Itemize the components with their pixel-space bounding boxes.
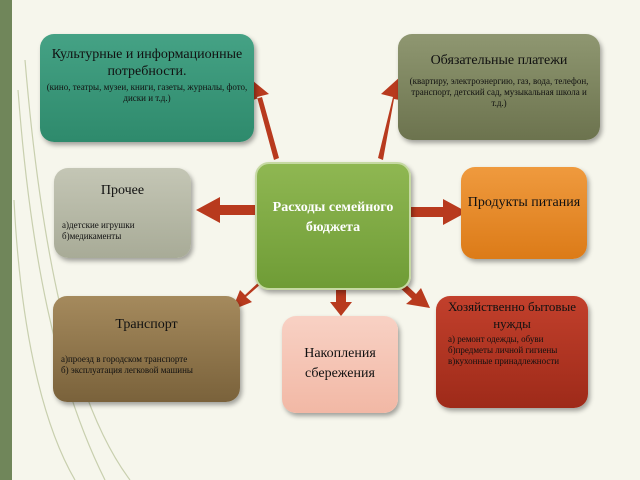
other-expenses-box: Прочее а)детские игрушки б)медикаменты: [54, 168, 191, 258]
arrow-to-savings: [330, 290, 352, 316]
other-title: Прочее: [100, 183, 145, 198]
culture-needs-box: Культурные и информационные потребности.…: [40, 34, 254, 142]
arrow-to-transport: [232, 280, 262, 310]
transport-list: а)проезд в городском транспорте б) экспл…: [53, 354, 240, 376]
list-item: б)предметы личной гигиены: [448, 345, 558, 355]
savings-box: Накопления сбережения: [282, 316, 398, 413]
list-item: а) ремонт одежды, обуви: [448, 334, 544, 344]
list-item: б)медикаменты: [62, 231, 122, 241]
arrow-to-culture: [247, 76, 279, 160]
savings-title: Накопления сбережения: [304, 346, 376, 381]
arrow-to-household: [398, 281, 430, 308]
arrow-to-other: [196, 197, 255, 223]
mandatory-title: Обязательные платежи: [430, 53, 568, 68]
list-item: а)детские игрушки: [62, 220, 135, 230]
transport-box: Транспорт а)проезд в городском транспорт…: [53, 296, 240, 402]
food-title: Продукты питания: [467, 195, 581, 210]
list-item: в)кухонные принадлежности: [448, 356, 560, 366]
mandatory-description: (квартиру, электроэнергию, газ, вода, те…: [409, 76, 589, 108]
culture-description: (кино, театры, музеи, книги, газеты, жур…: [46, 82, 248, 103]
list-item: б) эксплуатация легковой машины: [61, 365, 193, 375]
other-list: а)детские игрушки б)медикаменты: [54, 220, 191, 242]
list-item: а)проезд в городском транспорте: [61, 354, 188, 364]
transport-title: Транспорт: [115, 317, 178, 332]
food-box: Продукты питания: [461, 167, 587, 259]
household-title: Хозяйственно бытовые нужды: [447, 299, 577, 331]
family-budget-center-box: Расходы семейного бюджета: [255, 162, 411, 290]
background-stripe: [0, 0, 12, 480]
culture-title: Культурные и информационные потребности.: [51, 47, 243, 79]
center-title: Расходы семейного бюджета: [272, 200, 394, 235]
household-list: а) ремонт одежды, обуви б)предметы лично…: [436, 334, 588, 367]
mandatory-payments-box: Обязательные платежи (квартиру, электроэ…: [398, 34, 600, 140]
arrow-to-food: [411, 199, 467, 225]
household-needs-box: Хозяйственно бытовые нужды а) ремонт оде…: [436, 296, 588, 408]
